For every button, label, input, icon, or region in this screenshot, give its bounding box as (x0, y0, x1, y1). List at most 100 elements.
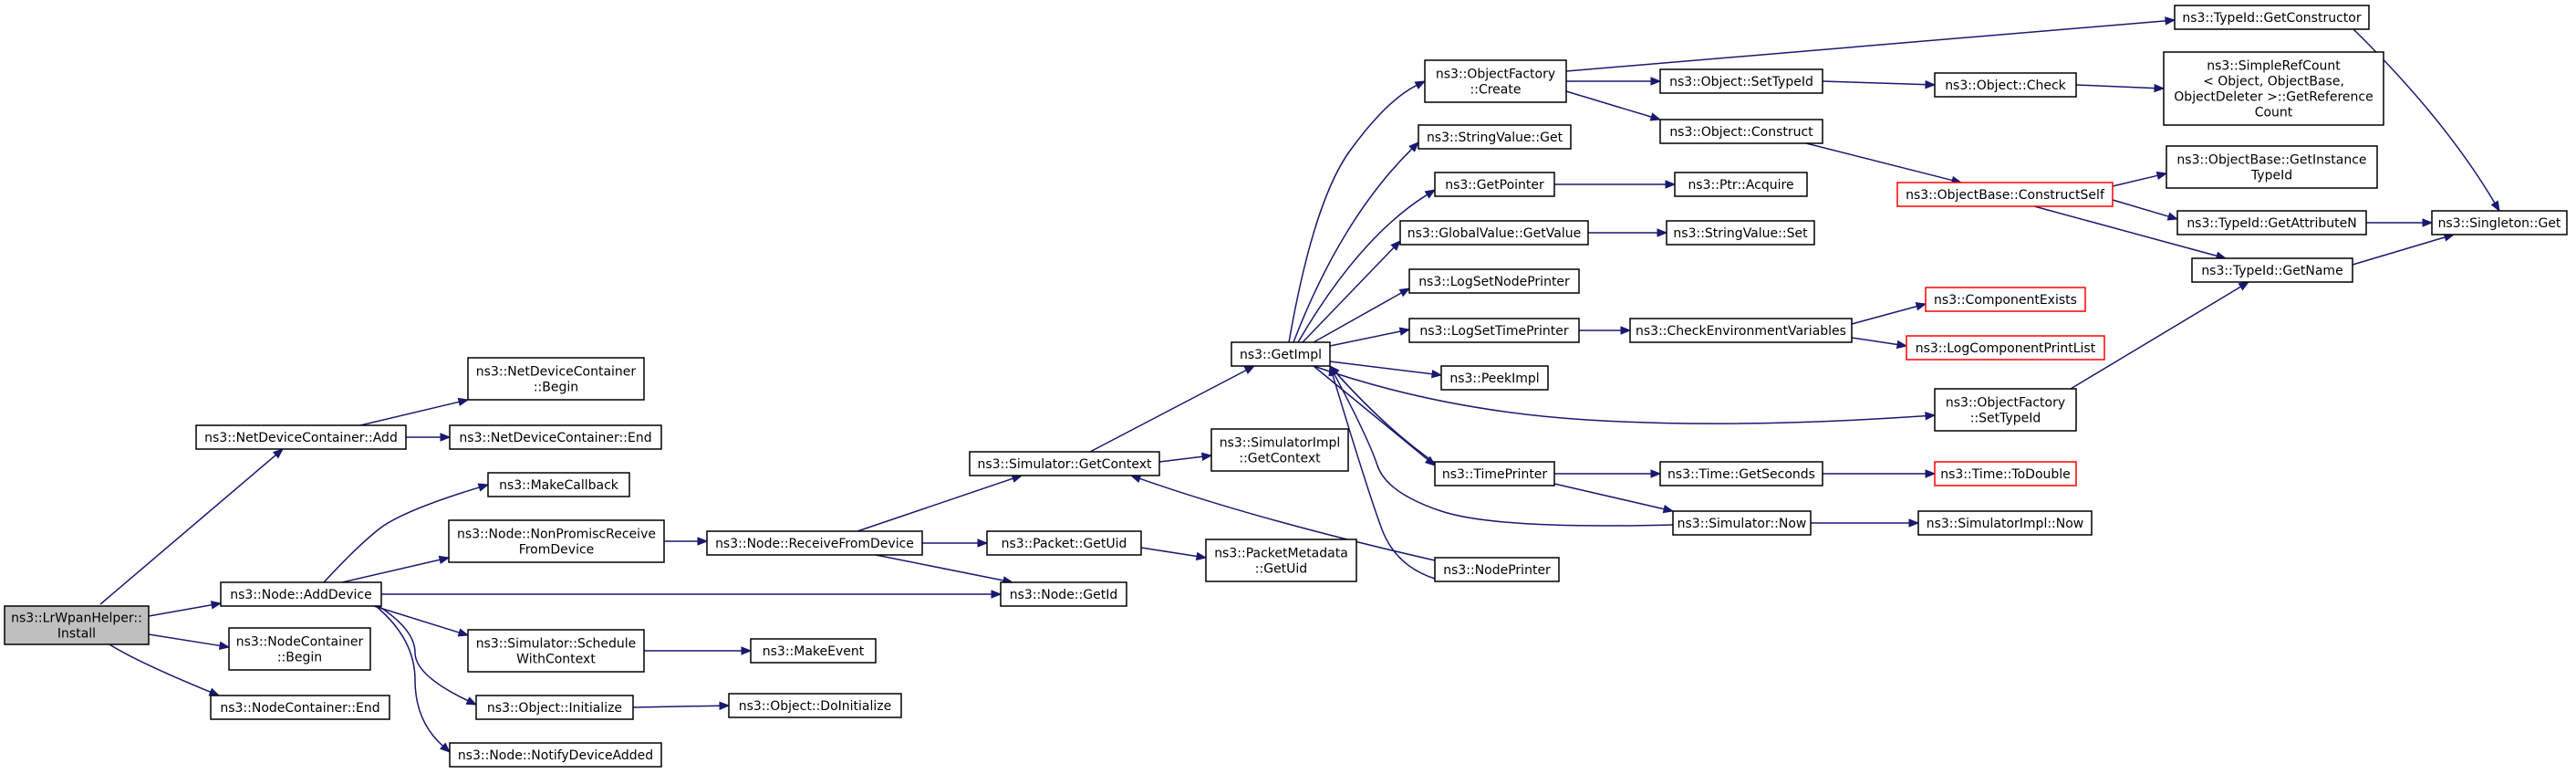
node-box (728, 693, 902, 718)
node-label: ns3::Node::ReceiveFromDevice (715, 537, 914, 551)
node-logsetnode[interactable]: ns3::LogSetNodePrinter (1408, 268, 1580, 294)
node-label: ns3::MakeEvent (763, 644, 865, 659)
node-box (1424, 59, 1567, 103)
node-getattributen[interactable]: ns3::TypeId::GetAttributeN (2176, 210, 2367, 235)
node-of-settypeid[interactable]: ns3::ObjectFactory::SetTypeId (1934, 388, 2077, 432)
node-box (1666, 220, 1815, 246)
edge-line (1851, 337, 1898, 346)
node-doinit[interactable]: ns3::Object::DoInitialize (728, 693, 902, 718)
edge-line (2352, 236, 2446, 266)
node-label: ns3::ObjectBase::ConstructSelf (1906, 188, 2105, 203)
edge-object_check-to-simplerefcount (2075, 83, 2166, 93)
node-simimpl-getcontext[interactable]: ns3::SimulatorImpl::GetContext (1210, 428, 1349, 472)
edge-getimpl-to-stringvalue_get (1293, 141, 1419, 343)
edge-timeprinter-to-sim_now (1553, 483, 1675, 514)
edge-receive-to-getuid (922, 539, 989, 548)
node-box (449, 424, 662, 450)
edge-line (375, 605, 444, 747)
node-box (1659, 119, 1823, 144)
node-simimpl-now[interactable]: ns3::SimulatorImpl::Now (1917, 510, 2093, 536)
edge-node_adddevice-to-makecallback (323, 483, 490, 583)
arrowhead (438, 555, 451, 564)
node-construct[interactable]: ns3::Object::Construct (1659, 119, 1823, 144)
node-receive[interactable]: ns3::Node::ReceiveFromDevice (706, 530, 923, 556)
edge-line (1293, 148, 1413, 343)
edge-line (1332, 374, 1436, 580)
node-getpointer[interactable]: ns3::GetPointer (1434, 172, 1555, 197)
edge-line (1565, 90, 1652, 118)
node-constructself[interactable]: ns3::ObjectBase::ConstructSelf (1896, 182, 2114, 207)
node-box (195, 424, 407, 450)
node-of-create[interactable]: ns3::ObjectFactory::Create (1424, 59, 1567, 103)
edge-sim_now-to-simimpl_now (1811, 518, 1920, 528)
node-gettime-seconds[interactable]: ns3::Time::GetSeconds (1659, 461, 1823, 486)
arrowhead (719, 701, 731, 710)
node-singleton-get[interactable]: ns3::Singleton::Get (2431, 210, 2568, 235)
node-box (475, 695, 634, 720)
node-getcontext[interactable]: ns3::Simulator::GetContext (969, 451, 1160, 476)
node-root[interactable]: ns3::LrWpanHelper::Install (4, 605, 150, 645)
node-simplerefcount[interactable]: ns3::SimpleRefCount< Object, ObjectBase,… (2163, 51, 2384, 126)
node-label: ::GetContext (1239, 452, 1321, 466)
node-peekimpl[interactable]: ns3::PeekImpl (1440, 365, 1549, 391)
node-makecallback[interactable]: ns3::MakeCallback (487, 472, 630, 497)
arrowhead (2166, 212, 2179, 221)
node-label: ns3::GlobalValue::GetValue (1407, 226, 1581, 241)
edge-logsettime-to-checkenv (1579, 326, 1632, 335)
node-makeevent[interactable]: ns3::MakeEvent (750, 638, 877, 664)
node-node-getid[interactable]: ns3::Node::GetId (1000, 581, 1127, 607)
node-ptr-acquire[interactable]: ns3::Ptr::Acquire (1674, 172, 1808, 197)
node-getimpl[interactable]: ns3::GetImpl (1231, 341, 1331, 367)
node-box (1659, 68, 1823, 94)
node-compexists[interactable]: ns3::ComponentExists (1925, 287, 2086, 312)
edge-getimpl-to-getpointer (1297, 189, 1437, 343)
node-gv-getvalue[interactable]: ns3::GlobalValue::GetValue (1399, 220, 1589, 246)
node-pm-getuid[interactable]: ns3::PacketMetadata::GetUid (1205, 539, 1357, 582)
node-obj-init[interactable]: ns3::Object::Initialize (475, 695, 634, 720)
edge-receive-to-node_getid (875, 554, 1014, 585)
call-edges (99, 16, 2500, 753)
node-label: ns3::Packet::GetUid (1002, 537, 1127, 551)
edge-getimpl-to-of_create (1288, 80, 1427, 343)
arrowhead (1201, 452, 1213, 461)
node-object-check[interactable]: ns3::Object::Check (1934, 72, 2077, 98)
node-stringvalue-set[interactable]: ns3::StringValue::Set (1666, 220, 1815, 246)
edge-node_adddevice-to-obj_init (378, 605, 478, 706)
node-nc-end[interactable]: ns3::NodeContainer::End (210, 695, 390, 720)
node-getuid[interactable]: ns3::Packet::GetUid (986, 530, 1142, 556)
node-ndc-begin[interactable]: ns3::NetDeviceContainer::Begin (467, 357, 645, 401)
node-nc-begin[interactable]: ns3::NodeContainer::Begin (228, 627, 371, 671)
node-todouble[interactable]: ns3::Time::ToDouble (1934, 461, 2077, 486)
node-box (750, 638, 877, 664)
node-notify[interactable]: ns3::Node::NotifyDeviceAdded (449, 742, 662, 768)
arrowhead (465, 696, 478, 706)
node-stringvalue-get[interactable]: ns3::StringValue::Get (1418, 124, 1572, 150)
node-node-adddevice[interactable]: ns3::Node::AddDevice (220, 581, 382, 607)
node-logsettime[interactable]: ns3::LogSetTimePrinter (1408, 318, 1580, 343)
node-label: ns3::StringValue::Get (1427, 131, 1563, 145)
arrowhead (457, 397, 470, 407)
edge-schedule-to-makeevent (644, 646, 753, 655)
node-timeprinter[interactable]: ns3::TimePrinter (1434, 461, 1555, 486)
arrowhead (2155, 171, 2168, 181)
node-ndc-end[interactable]: ns3::NetDeviceContainer::End (449, 424, 662, 450)
arrowhead (1414, 80, 1427, 89)
node-typeid-getname[interactable]: ns3::TypeId::GetName (2191, 257, 2353, 283)
node-sim-now[interactable]: ns3::Simulator::Now (1672, 510, 1812, 536)
node-box (2431, 210, 2568, 235)
node-logcomplist[interactable]: ns3::LogComponentPrintList (1906, 335, 2105, 361)
edge-line (1329, 330, 1401, 347)
node-nodeprinter[interactable]: ns3::NodePrinter (1434, 557, 1560, 582)
edge-ndc_add-to-ndc_end (406, 433, 452, 442)
node-ndc-add[interactable]: ns3::NetDeviceContainer::Add (195, 424, 407, 450)
node-getconstructor[interactable]: ns3::TypeId::GetConstructor (2174, 5, 2370, 30)
arrowhead (218, 641, 231, 651)
node-box (2191, 257, 2353, 283)
node-checkenv[interactable]: ns3::CheckEnvironmentVariables (1629, 318, 1853, 343)
node-settypeid[interactable]: ns3::Object::SetTypeId (1659, 68, 1823, 94)
node-box (1418, 124, 1572, 150)
arrowhead (1650, 469, 1662, 478)
